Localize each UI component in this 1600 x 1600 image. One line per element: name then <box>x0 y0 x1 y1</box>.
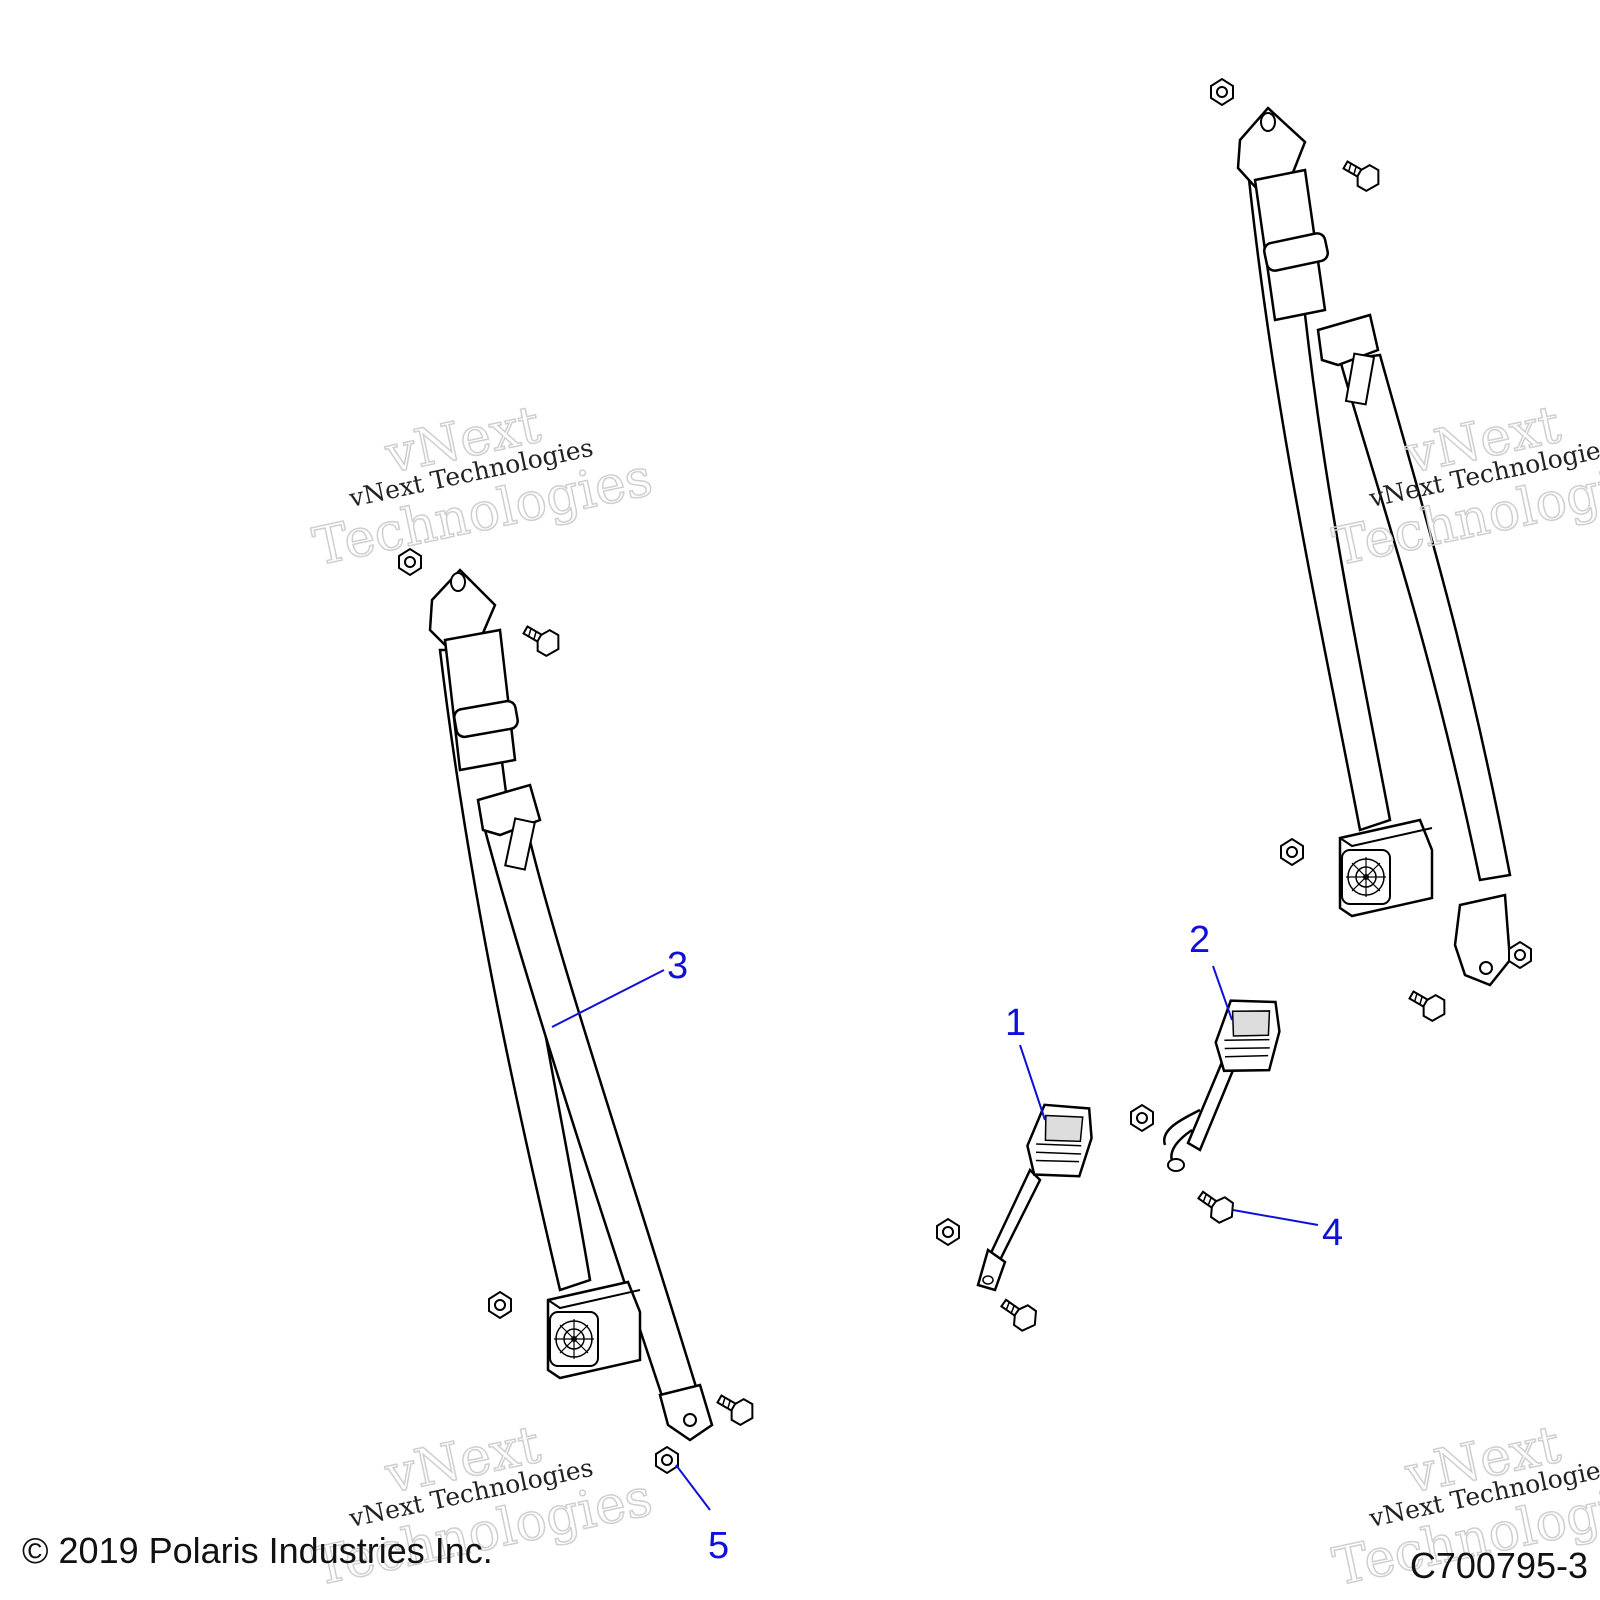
callout-5: 5 <box>708 1525 729 1567</box>
copyright-text: © 2019 Polaris Industries Inc. <box>22 1530 493 1571</box>
left-lower-bolt <box>712 1387 760 1430</box>
right-retractor-nut <box>1280 838 1304 866</box>
left-lower-anchor <box>658 1383 714 1442</box>
buckle-2-assembly <box>1130 990 1287 1228</box>
buckle-2-nut <box>1130 1104 1154 1132</box>
right-seat-belt-assembly <box>1210 78 1532 1026</box>
right-lap-webbing <box>1338 353 1512 882</box>
left-adjuster-slide <box>453 699 519 739</box>
watermark-left-upper: vNext Technologies vNext Technologies <box>307 394 658 579</box>
buckle-2-bolt <box>1192 1184 1240 1228</box>
leader-line-1 <box>1019 1044 1046 1121</box>
leader-line-5 <box>675 1464 711 1511</box>
leader-lines <box>551 965 1319 1511</box>
buckle-1-nut <box>936 1218 960 1246</box>
right-adjuster-slide <box>1263 232 1329 272</box>
right-lower-anchor <box>1453 893 1512 987</box>
drawing-number: C700795-3 <box>1410 1545 1588 1586</box>
buckle-1-bolt <box>995 1292 1043 1336</box>
left-retractor <box>546 1280 642 1380</box>
buckle-1-assembly <box>936 1094 1101 1336</box>
left-top-bolt <box>518 618 566 661</box>
right-top-nut <box>1210 78 1234 106</box>
left-lower-nut <box>655 1446 679 1474</box>
right-lower-bolt <box>1404 983 1452 1026</box>
right-retractor <box>1338 818 1434 918</box>
right-lower-nut <box>1508 941 1532 969</box>
left-seat-belt-assembly <box>398 548 760 1474</box>
right-top-bolt <box>1338 153 1386 196</box>
callout-1: 1 <box>1005 1002 1026 1044</box>
callout-4: 4 <box>1322 1212 1343 1254</box>
callout-2: 2 <box>1189 919 1210 961</box>
leader-line-3 <box>551 969 665 1028</box>
callout-3: 3 <box>667 945 688 987</box>
leader-line-4 <box>1232 1209 1319 1226</box>
leader-line-2 <box>1212 965 1233 1021</box>
left-retractor-nut <box>488 1291 512 1319</box>
